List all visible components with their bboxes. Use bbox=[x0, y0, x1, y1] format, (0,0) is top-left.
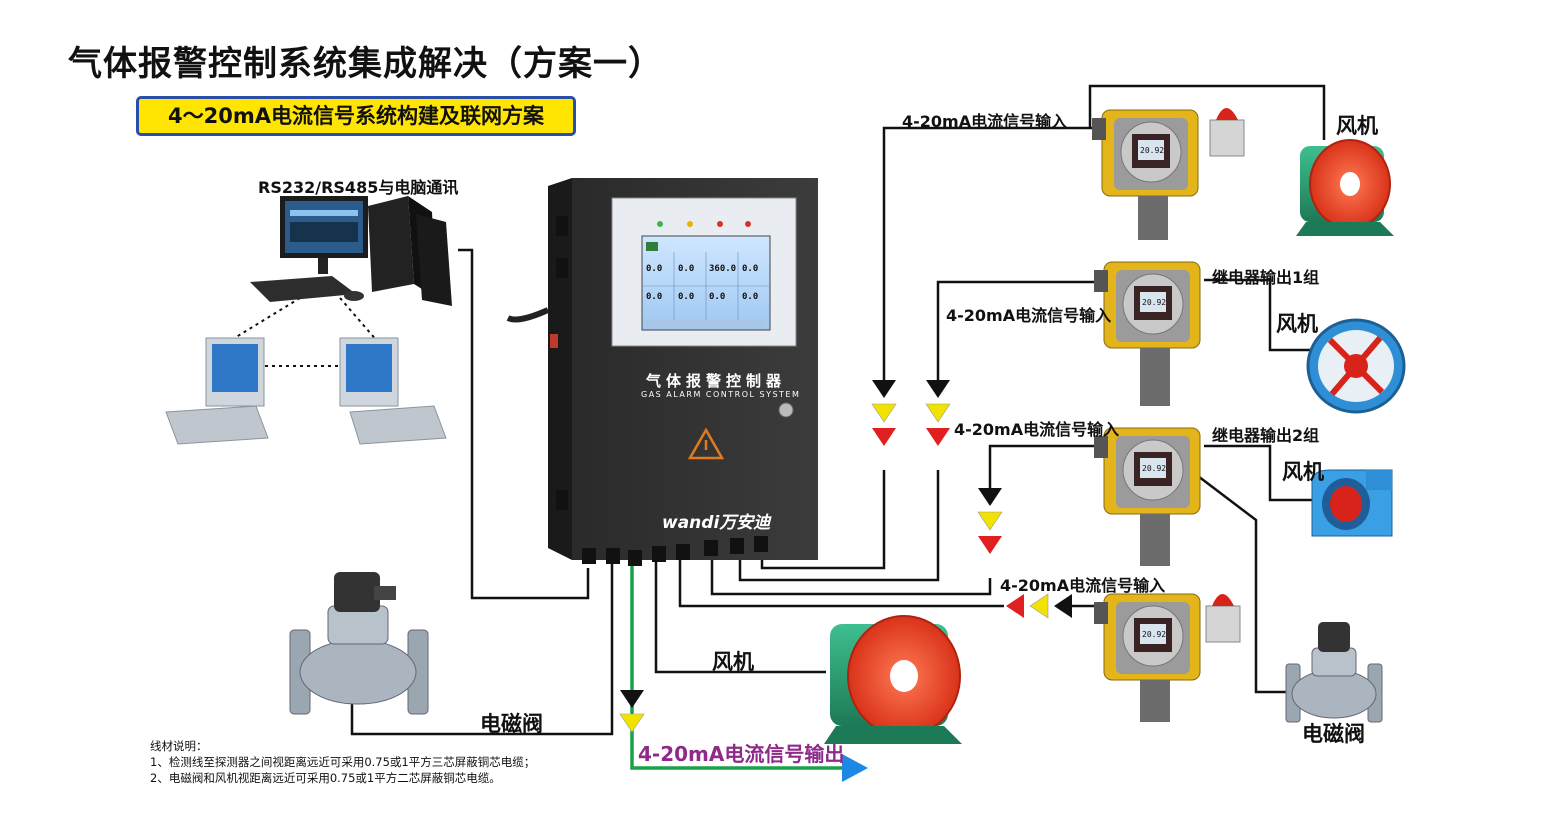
gas-alarm-controller bbox=[506, 178, 818, 566]
arrow-stack-4 bbox=[1006, 593, 1072, 619]
screen-reading-3: 360.0 bbox=[709, 264, 737, 274]
desktop-computer bbox=[250, 196, 452, 306]
laptop-right bbox=[339, 337, 447, 445]
screen-reading-8: 0.0 bbox=[742, 292, 759, 302]
axial-fan-top bbox=[1296, 139, 1394, 236]
centrifugal-fan bbox=[1311, 469, 1393, 537]
fan-label-2: 风机 bbox=[1276, 312, 1318, 336]
pc-comm-label: RS232/RS485与电脑通讯 bbox=[258, 178, 459, 197]
signal-input-label-4: 4-20mA电流信号输入 bbox=[1000, 576, 1166, 595]
laptop-left bbox=[165, 337, 269, 445]
relay-output-label-1: 继电器输出1组 bbox=[1212, 268, 1320, 287]
signal-output-line bbox=[630, 552, 842, 770]
key-lock-icon bbox=[778, 402, 794, 418]
signal-input-label-1: 4-20mA电流信号输入 bbox=[902, 112, 1068, 131]
signal-output-label: 4-20mA电流信号输出 bbox=[638, 742, 845, 766]
fan-label-bottom: 风机 bbox=[712, 650, 754, 674]
arrow-stack-2 bbox=[925, 380, 951, 446]
network-dashes bbox=[227, 297, 379, 367]
screen-reading-2: 0.0 bbox=[678, 264, 695, 274]
gas-detector-3 bbox=[1094, 427, 1201, 566]
arrow-stack-3 bbox=[977, 488, 1003, 554]
wire-notes-line-1: 1、检测线至探测器之间视距离远近可采用0.75或1平方三芯屏蔽铜芯电缆； bbox=[150, 755, 536, 769]
fan-label-1: 风机 bbox=[1336, 114, 1378, 138]
wire-notes-line-2: 2、电磁阀和风机视距离远近可采用0.75或1平方二芯屏蔽铜芯电缆。 bbox=[150, 771, 501, 785]
screen-reading-1: 0.0 bbox=[646, 264, 663, 274]
controller-brand: wandi万安迪 bbox=[662, 513, 771, 533]
solenoid-valve-right bbox=[1285, 622, 1383, 723]
indicator-leds bbox=[657, 221, 751, 227]
detector-2-reading: 20.92 bbox=[1142, 298, 1167, 307]
relay-output-label-2: 继电器输出2组 bbox=[1212, 426, 1320, 445]
solenoid-valve-left bbox=[289, 572, 429, 715]
gas-detector-1 bbox=[1092, 108, 1245, 240]
gas-detector-4 bbox=[1094, 593, 1241, 722]
axial-fan-blue bbox=[1306, 318, 1406, 414]
fan-label-3: 风机 bbox=[1282, 460, 1324, 484]
screen-reading-7: 0.0 bbox=[709, 292, 726, 302]
wires bbox=[350, 84, 1326, 736]
subtitle-banner: 4～20mA电流信号系统构建及联网方案 bbox=[136, 96, 576, 136]
detector-4-reading: 20.92 bbox=[1142, 630, 1167, 639]
screen-reading-5: 0.0 bbox=[646, 292, 663, 302]
wire-notes-heading: 线材说明： bbox=[150, 739, 208, 753]
detector-3-reading: 20.92 bbox=[1142, 464, 1167, 473]
arrow-stack-1 bbox=[871, 380, 897, 446]
axial-fan-bottom bbox=[824, 615, 962, 744]
warning-icon bbox=[687, 427, 725, 460]
signal-output-arrow bbox=[842, 754, 868, 782]
screen-reading-4: 0.0 bbox=[742, 264, 759, 274]
signal-input-label-3: 4-20mA电流信号输入 bbox=[954, 420, 1120, 439]
arrow-stack-out bbox=[619, 690, 645, 733]
controller-name-en: GAS ALARM CONTROL SYSTEM bbox=[641, 390, 801, 399]
valve-label-right: 电磁阀 bbox=[1302, 722, 1365, 746]
page-title: 气体报警控制系统集成解决（方案一） bbox=[68, 44, 663, 84]
wire-notes: 线材说明： 1、检测线至探测器之间视距离远近可采用0.75或1平方三芯屏蔽铜芯电… bbox=[150, 738, 535, 786]
screen-reading-6: 0.0 bbox=[678, 292, 695, 302]
signal-input-label-2: 4-20mA电流信号输入 bbox=[946, 306, 1112, 325]
controller-name: 气体报警控制器 bbox=[646, 372, 787, 390]
detector-1-reading: 20.92 bbox=[1140, 146, 1165, 155]
valve-label-left: 电磁阀 bbox=[480, 712, 543, 736]
gas-detector-2 bbox=[1094, 261, 1201, 406]
